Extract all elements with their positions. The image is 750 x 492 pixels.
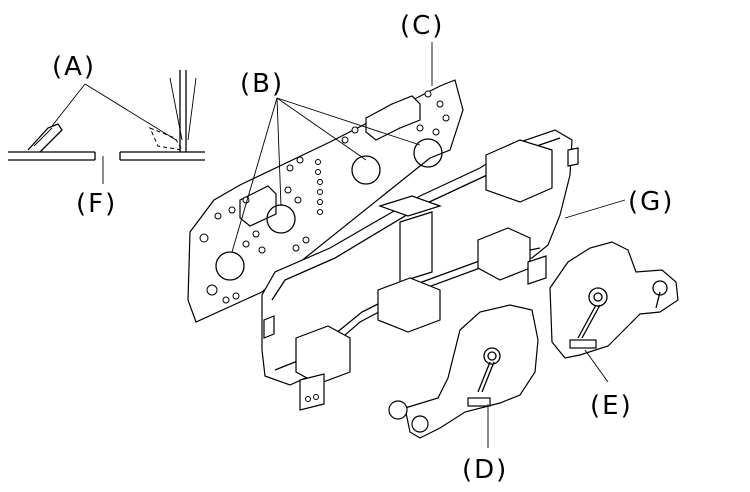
label-g: (G): [628, 187, 674, 217]
bulb-socket: [413, 138, 443, 168]
label-e: (E): [590, 391, 633, 421]
bulb-socket: [215, 251, 245, 281]
circuit-board: [187, 42, 464, 323]
board-holes: [199, 90, 450, 304]
label-c: (C): [400, 11, 444, 41]
label-d: (D): [462, 455, 508, 485]
bulb-socket: [351, 155, 381, 185]
inset-detail: [8, 70, 205, 184]
dial-e: [549, 241, 679, 383]
meter-case: [261, 129, 626, 411]
dial-d: [388, 304, 539, 448]
label-a: (A): [52, 52, 96, 82]
label-f: (F): [76, 189, 117, 219]
label-b: (B): [240, 69, 284, 99]
